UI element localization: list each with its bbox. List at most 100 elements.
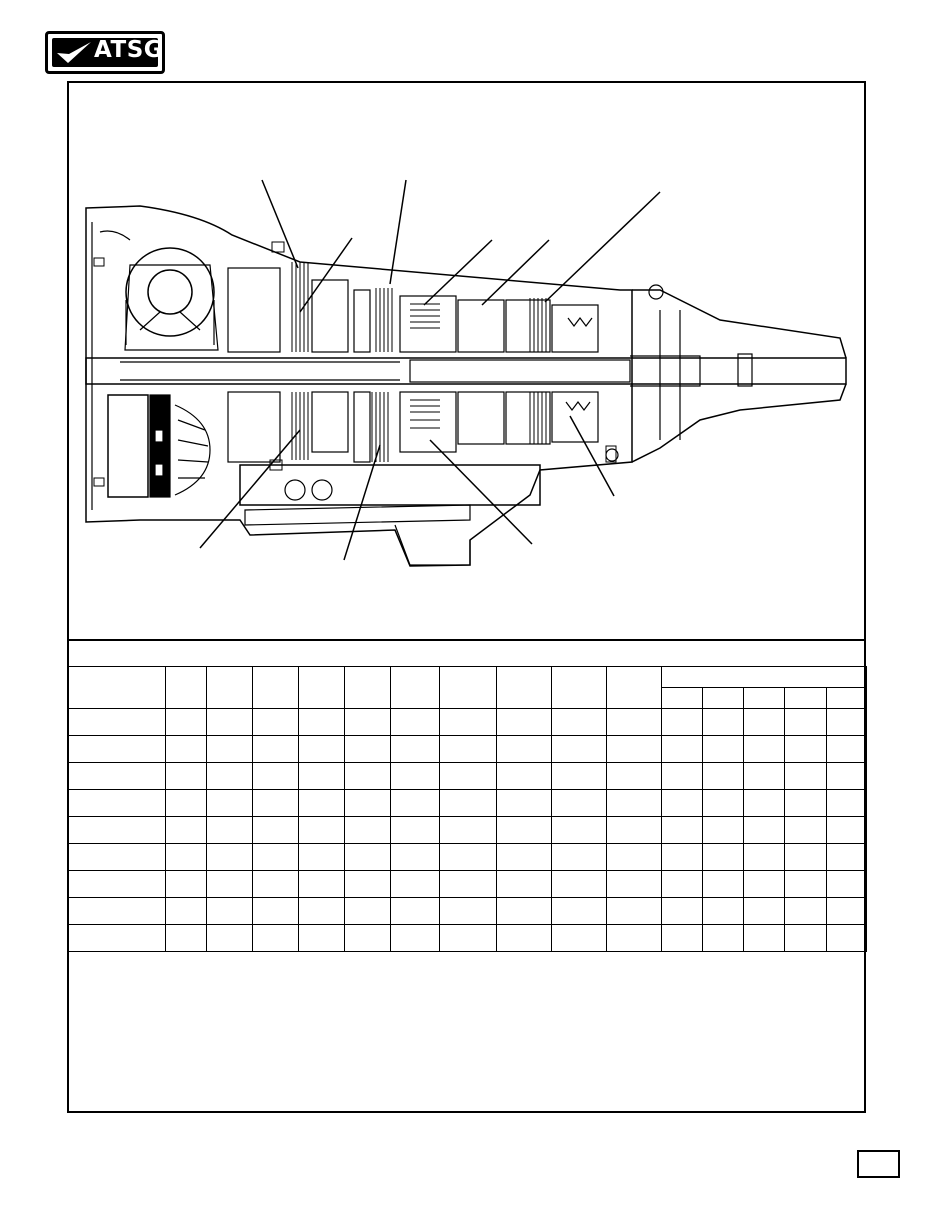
atsg-logo: ATSG bbox=[45, 31, 165, 74]
table-cell bbox=[551, 708, 607, 736]
table-cell bbox=[206, 762, 253, 790]
table-cell bbox=[661, 735, 703, 763]
header-cell bbox=[206, 666, 253, 709]
header-cell bbox=[67, 666, 166, 709]
table-cell bbox=[298, 816, 345, 844]
main-shaft bbox=[85, 357, 847, 385]
logo-text: ATSG bbox=[94, 37, 164, 63]
header-cell bbox=[165, 666, 207, 709]
table-cell bbox=[551, 924, 607, 952]
table-cell bbox=[390, 735, 440, 763]
table-cell bbox=[206, 735, 253, 763]
table-cell bbox=[743, 816, 785, 844]
header-cell bbox=[496, 666, 552, 709]
table-cell bbox=[390, 708, 440, 736]
table-cell bbox=[606, 789, 662, 817]
table-row bbox=[67, 897, 867, 925]
header-group-cell bbox=[661, 666, 867, 688]
table-cell bbox=[298, 870, 345, 898]
table-cell bbox=[298, 789, 345, 817]
table-cell bbox=[67, 789, 166, 817]
table-cell bbox=[439, 843, 497, 871]
table-cell bbox=[606, 816, 662, 844]
table-cell bbox=[661, 897, 703, 925]
torque-converter bbox=[125, 247, 215, 337]
table-cell bbox=[551, 735, 607, 763]
table-cell bbox=[390, 816, 440, 844]
tail-housing bbox=[631, 289, 847, 463]
table-cell bbox=[344, 816, 391, 844]
housing-bolts bbox=[93, 241, 617, 487]
table-row bbox=[67, 789, 867, 817]
table-cell bbox=[206, 924, 253, 952]
table-cell bbox=[344, 789, 391, 817]
header-subcell bbox=[784, 687, 827, 709]
table-cell bbox=[206, 897, 253, 925]
table-cell bbox=[439, 708, 497, 736]
table-row bbox=[67, 843, 867, 871]
table-cell bbox=[606, 924, 662, 952]
table-cell bbox=[390, 924, 440, 952]
table-cell bbox=[784, 897, 827, 925]
header-cell bbox=[606, 666, 662, 709]
table-cell bbox=[439, 870, 497, 898]
table-cell bbox=[439, 735, 497, 763]
table-cell bbox=[702, 870, 744, 898]
table-cell bbox=[743, 735, 785, 763]
table-cell bbox=[551, 870, 607, 898]
table-cell bbox=[390, 789, 440, 817]
table-cell bbox=[439, 789, 497, 817]
table-cell bbox=[743, 924, 785, 952]
table-cell bbox=[252, 870, 299, 898]
table-cell bbox=[165, 816, 207, 844]
table-cell bbox=[67, 870, 166, 898]
table-cell bbox=[606, 897, 662, 925]
table-cell bbox=[298, 735, 345, 763]
table-cell bbox=[551, 789, 607, 817]
table-cell bbox=[439, 816, 497, 844]
table-row bbox=[67, 762, 867, 790]
table-cell bbox=[439, 762, 497, 790]
header-cell bbox=[551, 666, 607, 709]
table-cell bbox=[661, 924, 703, 952]
header-cell bbox=[439, 666, 497, 709]
table-row bbox=[67, 924, 867, 952]
table-cell bbox=[165, 897, 207, 925]
table-cell bbox=[344, 762, 391, 790]
table-cell bbox=[252, 816, 299, 844]
table-cell bbox=[298, 897, 345, 925]
table-cell bbox=[826, 843, 867, 871]
header-cell bbox=[298, 666, 345, 709]
table-cell bbox=[67, 762, 166, 790]
table-cell bbox=[661, 708, 703, 736]
table-cell bbox=[344, 708, 391, 736]
table-header-row-1 bbox=[67, 666, 867, 709]
table-cell bbox=[661, 789, 703, 817]
table-cell bbox=[702, 789, 744, 817]
header-cell bbox=[344, 666, 391, 709]
table-cell bbox=[661, 816, 703, 844]
table-cell bbox=[252, 762, 299, 790]
table-cell bbox=[496, 924, 552, 952]
logo-checkmark-icon bbox=[54, 39, 94, 67]
table-cell bbox=[826, 762, 867, 790]
table-row bbox=[67, 870, 867, 898]
page-frame bbox=[67, 81, 866, 1113]
table-cell bbox=[551, 762, 607, 790]
header-subcell bbox=[826, 687, 867, 709]
table-cell bbox=[67, 708, 166, 736]
table-cell bbox=[390, 843, 440, 871]
header-subcell bbox=[743, 687, 785, 709]
table-cell bbox=[496, 816, 552, 844]
table-cell bbox=[606, 870, 662, 898]
clutch-pack-rear bbox=[529, 298, 547, 444]
table-cell bbox=[826, 708, 867, 736]
table-cell bbox=[496, 735, 552, 763]
table-cell bbox=[784, 789, 827, 817]
table-cell bbox=[165, 843, 207, 871]
table-cell bbox=[298, 924, 345, 952]
table-cell bbox=[165, 762, 207, 790]
table-cell bbox=[439, 897, 497, 925]
clutch-drum-1 bbox=[399, 295, 457, 353]
